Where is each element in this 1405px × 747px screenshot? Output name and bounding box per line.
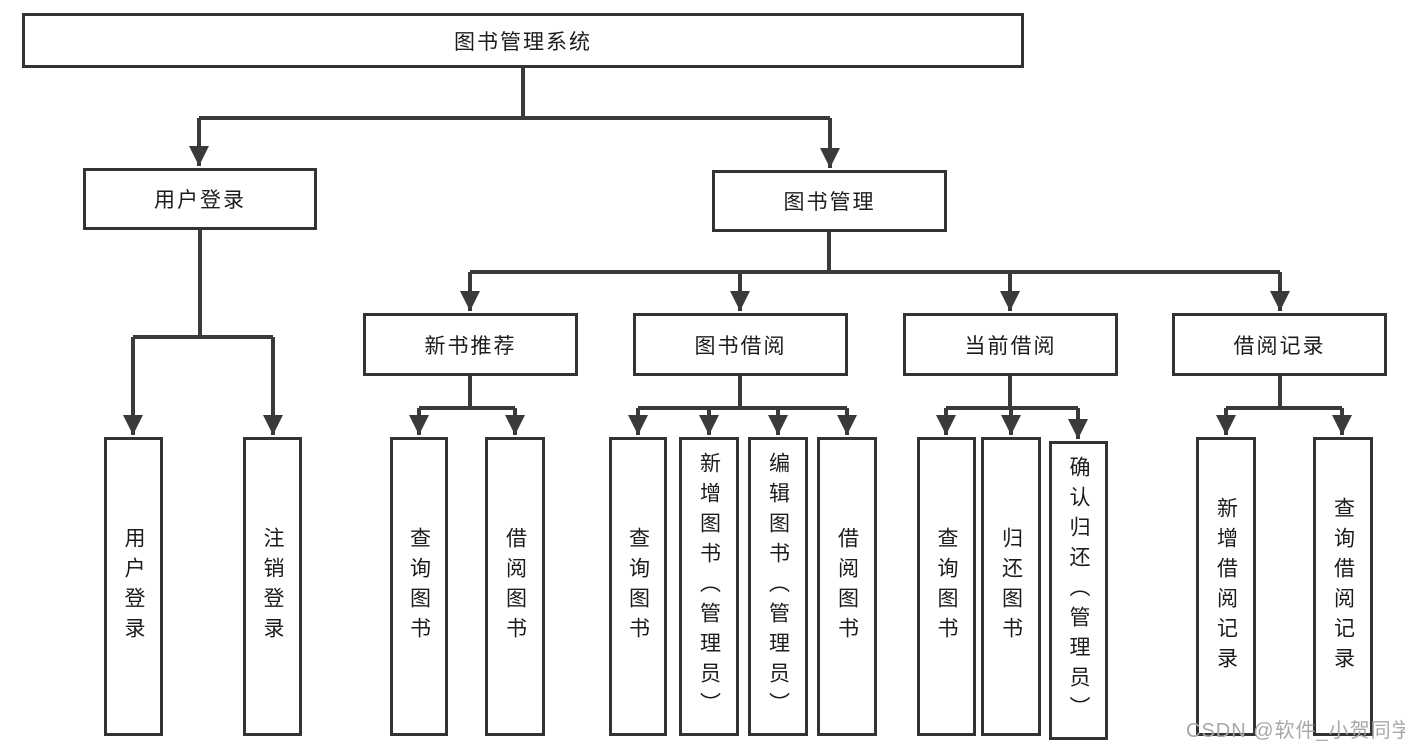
leaf-borrow-books-borrowing: 借阅图书 [817,437,877,736]
leaf-query-books-recommend-label: 查询图书 [407,526,431,647]
leaf-confirm-return-admin: 确认归还（管理员） [1049,441,1108,740]
leaf-add-books-admin-label: 新增图书（管理员） [697,451,721,722]
leaf-return-books-label: 归还图书 [999,526,1023,647]
node-borrowing-records: 借阅记录 [1172,313,1387,376]
node-root-system: 图书管理系统 [22,13,1024,68]
leaf-query-borrow-record-label: 查询借阅记录 [1331,496,1355,677]
leaf-borrow-books-recommend-label: 借阅图书 [503,526,527,647]
node-book-management: 图书管理 [712,170,947,232]
leaf-query-books-borrowing-label: 查询图书 [626,526,650,647]
node-new-book-recommend-label: 新书推荐 [424,334,517,358]
node-borrowing-records-label: 借阅记录 [1233,334,1326,358]
leaf-add-borrow-record: 新增借阅记录 [1196,437,1256,736]
node-root-system-label: 图书管理系统 [454,30,592,54]
leaf-query-books-borrowing: 查询图书 [609,437,667,736]
leaf-edit-books-admin-label: 编辑图书（管理员） [766,451,790,722]
node-user-login: 用户登录 [83,168,317,230]
leaf-query-borrow-record: 查询借阅记录 [1313,437,1373,736]
leaf-user-login: 用户登录 [104,437,163,736]
node-new-book-recommend: 新书推荐 [363,313,578,376]
csdn-watermark: CSDN @软件_小贺同学 [1186,720,1405,742]
leaf-add-books-admin: 新增图书（管理员） [679,437,739,736]
node-current-borrowing: 当前借阅 [903,313,1118,376]
leaf-logout-label: 注销登录 [261,526,284,647]
node-book-management-label: 图书管理 [783,191,876,214]
leaf-user-login-label: 用户登录 [122,526,145,647]
leaf-query-books-current: 查询图书 [917,437,976,736]
node-user-login-label: 用户登录 [154,189,246,212]
leaf-add-borrow-record-label: 新增借阅记录 [1214,496,1238,677]
leaf-confirm-return-admin-label: 确认归还（管理员） [1067,455,1090,726]
node-book-borrowing: 图书借阅 [633,313,848,376]
leaf-logout: 注销登录 [243,437,302,736]
leaf-borrow-books-recommend: 借阅图书 [485,437,545,736]
leaf-query-books-current-label: 查询图书 [935,526,958,647]
node-current-borrowing-label: 当前借阅 [964,334,1057,358]
leaf-borrow-books-borrowing-label: 借阅图书 [835,526,859,647]
tree-edges [123,68,1352,439]
leaf-return-books: 归还图书 [981,437,1041,736]
leaf-query-books-recommend: 查询图书 [390,437,448,736]
node-book-borrowing-label: 图书借阅 [694,334,787,358]
leaf-edit-books-admin: 编辑图书（管理员） [748,437,808,736]
